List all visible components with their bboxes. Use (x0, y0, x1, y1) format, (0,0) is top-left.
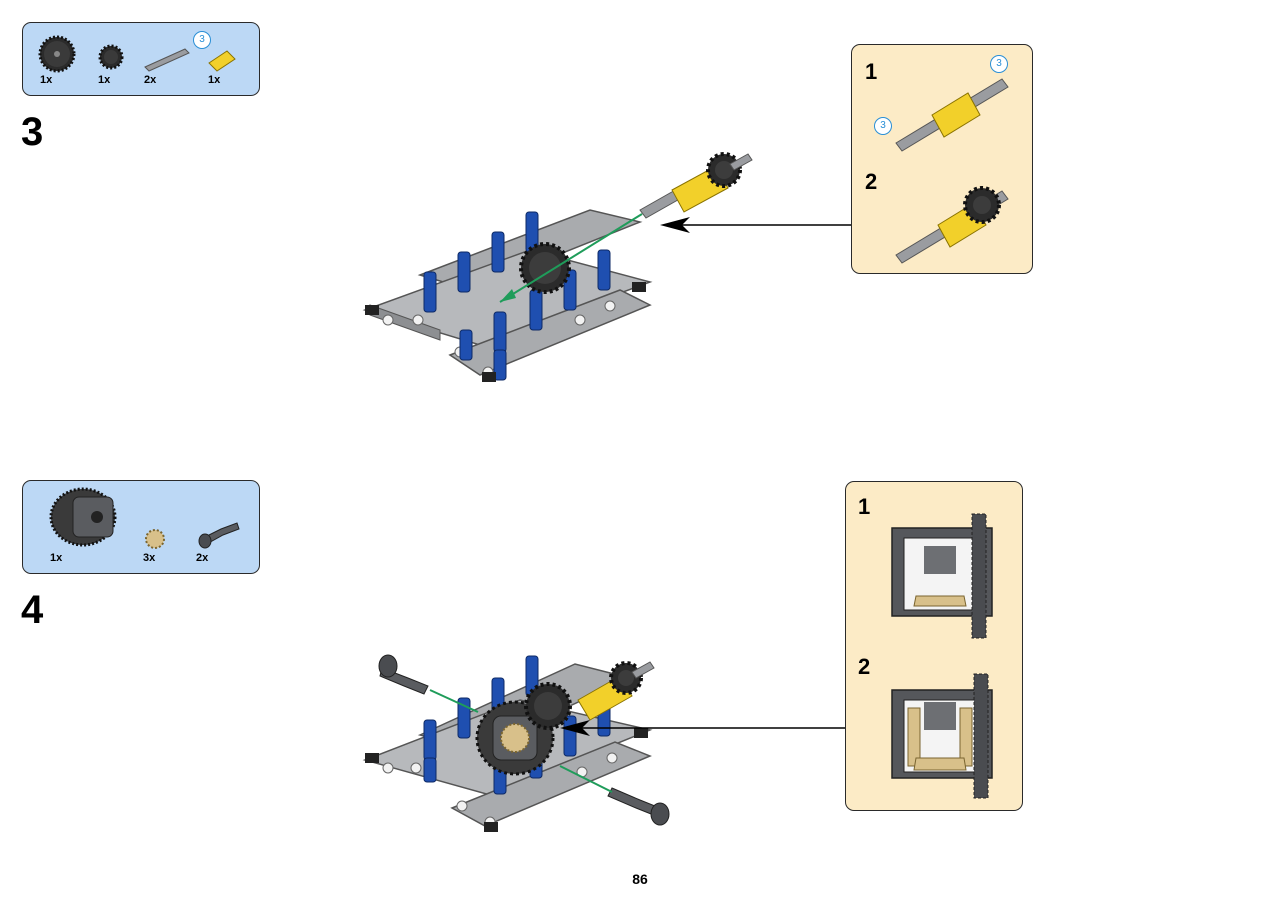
assembly-guide-line (559, 765, 613, 793)
axle-3-icon (144, 48, 190, 72)
gear-icon (519, 242, 571, 294)
pin-with-axle-icon (607, 787, 670, 826)
part-qty: 1x (40, 74, 53, 86)
step-number: 3 (21, 110, 44, 154)
gear-icon (524, 682, 572, 730)
gear-12-tooth-icon (98, 44, 124, 70)
parts-list-step-3: 1x 1x 2x 1x 3 (22, 22, 260, 96)
part-qty: 2x (196, 552, 209, 564)
parts-images-step-3 (38, 35, 236, 73)
axle-length-badge: 3 (990, 55, 1008, 73)
part-qty: 2x (144, 74, 157, 86)
pin-with-axle-icon (198, 522, 240, 549)
callout-images-step-3 (895, 78, 1009, 264)
differential-icon (475, 700, 555, 776)
parts-images-step-4 (49, 487, 240, 549)
differential-with-bevel-gears-icon (891, 673, 993, 799)
axle-length-badge: 3 (874, 117, 892, 135)
axle-subassembly-icon (639, 152, 753, 219)
differential-with-bevel-gear-icon (891, 513, 993, 639)
axle-connector-yellow-icon (208, 50, 236, 72)
page-number: 86 (632, 871, 648, 887)
substep-number: 2 (858, 654, 871, 679)
part-qty: 1x (50, 552, 63, 564)
part-qty: 1x (98, 74, 111, 86)
differential-icon (49, 487, 117, 547)
axle-length-badge: 3 (193, 31, 211, 49)
blue-pin-icon (423, 211, 611, 381)
substep-number: 1 (865, 59, 878, 84)
part-qty: 3x (143, 552, 156, 564)
bevel-gear-icon (145, 529, 165, 549)
axle-with-connector-icon (895, 78, 1009, 152)
callout-step-4: 1 2 (845, 481, 1023, 811)
callout-step-3: 1 2 3 3 (851, 44, 1033, 274)
axle-with-gear-icon (895, 186, 1009, 264)
callout-images-step-4 (891, 513, 993, 799)
gear-24-tooth-icon (38, 35, 76, 73)
parts-list-step-4: 1x 3x 2x (22, 480, 260, 574)
pin-with-axle-icon (378, 654, 429, 695)
part-qty: 1x (208, 74, 221, 86)
assembly-guide-line (429, 689, 479, 713)
assembly-guide-line (499, 213, 643, 303)
substep-number: 1 (858, 494, 871, 519)
substep-number: 2 (865, 169, 878, 194)
step-number: 4 (21, 588, 44, 632)
